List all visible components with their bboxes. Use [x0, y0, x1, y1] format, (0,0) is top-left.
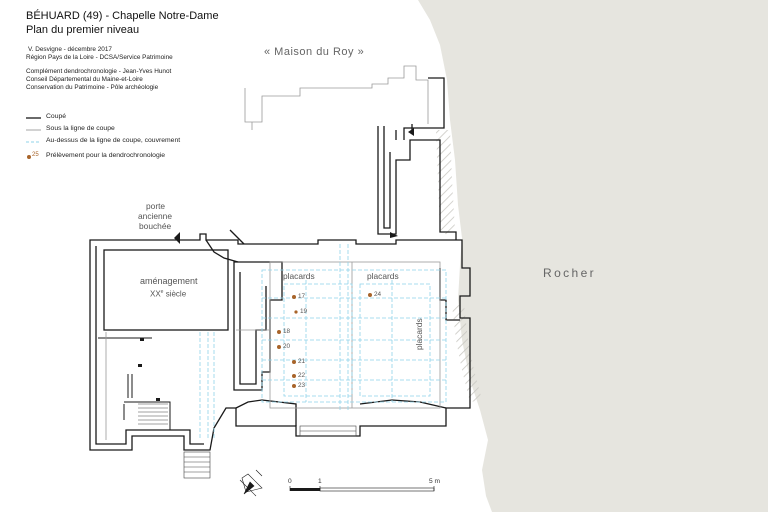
sample-points: [277, 293, 372, 388]
legend-swatches: [26, 117, 41, 159]
placards-label-3: placards: [414, 318, 424, 350]
placards-label-2: placards: [367, 271, 399, 281]
door-markers: [138, 128, 414, 401]
sample-dot-24: [368, 293, 372, 297]
main-walls: [89, 229, 471, 451]
stairs: [138, 403, 168, 425]
credit-conseil: Conseil Départemental du Maine-et-Loire: [26, 76, 143, 83]
sample-dot-22: [292, 374, 296, 378]
scale-five: 5 m: [429, 478, 440, 485]
legend-cut: Coupé: [46, 113, 67, 120]
sample-dot-17: [292, 295, 296, 299]
sample-20: 20: [283, 343, 291, 350]
rock-area: [418, 0, 768, 512]
credit-region: Région Pays de la Loire - DCSA/Service P…: [26, 54, 173, 61]
sample-dot-20: [277, 345, 281, 349]
amenagement-block: [103, 249, 229, 331]
plan-title: BÉHUARD (49) - Chapelle Notre-Dame: [26, 10, 219, 22]
amenagement-century: XXe siècle: [150, 289, 187, 299]
sample-23: 23: [298, 382, 306, 389]
above-cut-lines: [199, 244, 447, 440]
porte-label-2: ancienne: [138, 211, 172, 221]
sample-18: 18: [283, 328, 291, 335]
sample-24: 24: [374, 291, 382, 298]
credit-conservation: Conservation du Patrimoine - Pôle archéo…: [26, 84, 159, 91]
credit-dendro: Complément dendrochronologie - Jean-Yves…: [26, 68, 172, 75]
scale-bar: [289, 486, 435, 492]
legend-below: Sous la ligne de coupe: [46, 125, 115, 132]
scale-one: 1: [318, 478, 322, 485]
plan-subtitle: Plan du premier niveau: [26, 24, 140, 36]
lower-left-details: [98, 337, 171, 430]
below-cut-lines: [105, 261, 441, 440]
sample-22: 22: [298, 372, 306, 379]
outside-stairs: [183, 451, 211, 479]
sample-dot-21: [292, 360, 296, 364]
porte-label-3: bouchée: [139, 221, 172, 231]
sample-dot-19: [294, 310, 298, 314]
legend-above: Au-dessus de la ligne de coupe, couvreme…: [46, 137, 181, 144]
sample-17: 17: [298, 293, 306, 300]
placards-label-1: placards: [283, 271, 315, 281]
legend-sample-number: 25: [32, 152, 39, 158]
sample-19: 19: [300, 308, 308, 315]
amenagement-label: aménagement: [140, 276, 198, 286]
porte-label-1: porte: [146, 201, 166, 211]
north-arrow-icon: [239, 469, 263, 497]
scale-zero: 0: [288, 478, 292, 485]
sample-dot-23: [292, 384, 296, 388]
sample-21: 21: [298, 358, 306, 365]
credit-author: V. Desvigne - décembre 2017: [28, 46, 112, 53]
rocher-label: Rocher: [543, 266, 597, 280]
rock-hatch: [436, 130, 455, 235]
south-door-steps: [299, 425, 357, 437]
sample-dot-18: [277, 330, 281, 334]
rock-hatch-lower: [452, 305, 482, 402]
maison-label: « Maison du Roy »: [264, 46, 365, 58]
legend-sample: Prélèvement pour la dendrochronologie: [46, 152, 166, 159]
upper-passage: [244, 65, 429, 130]
